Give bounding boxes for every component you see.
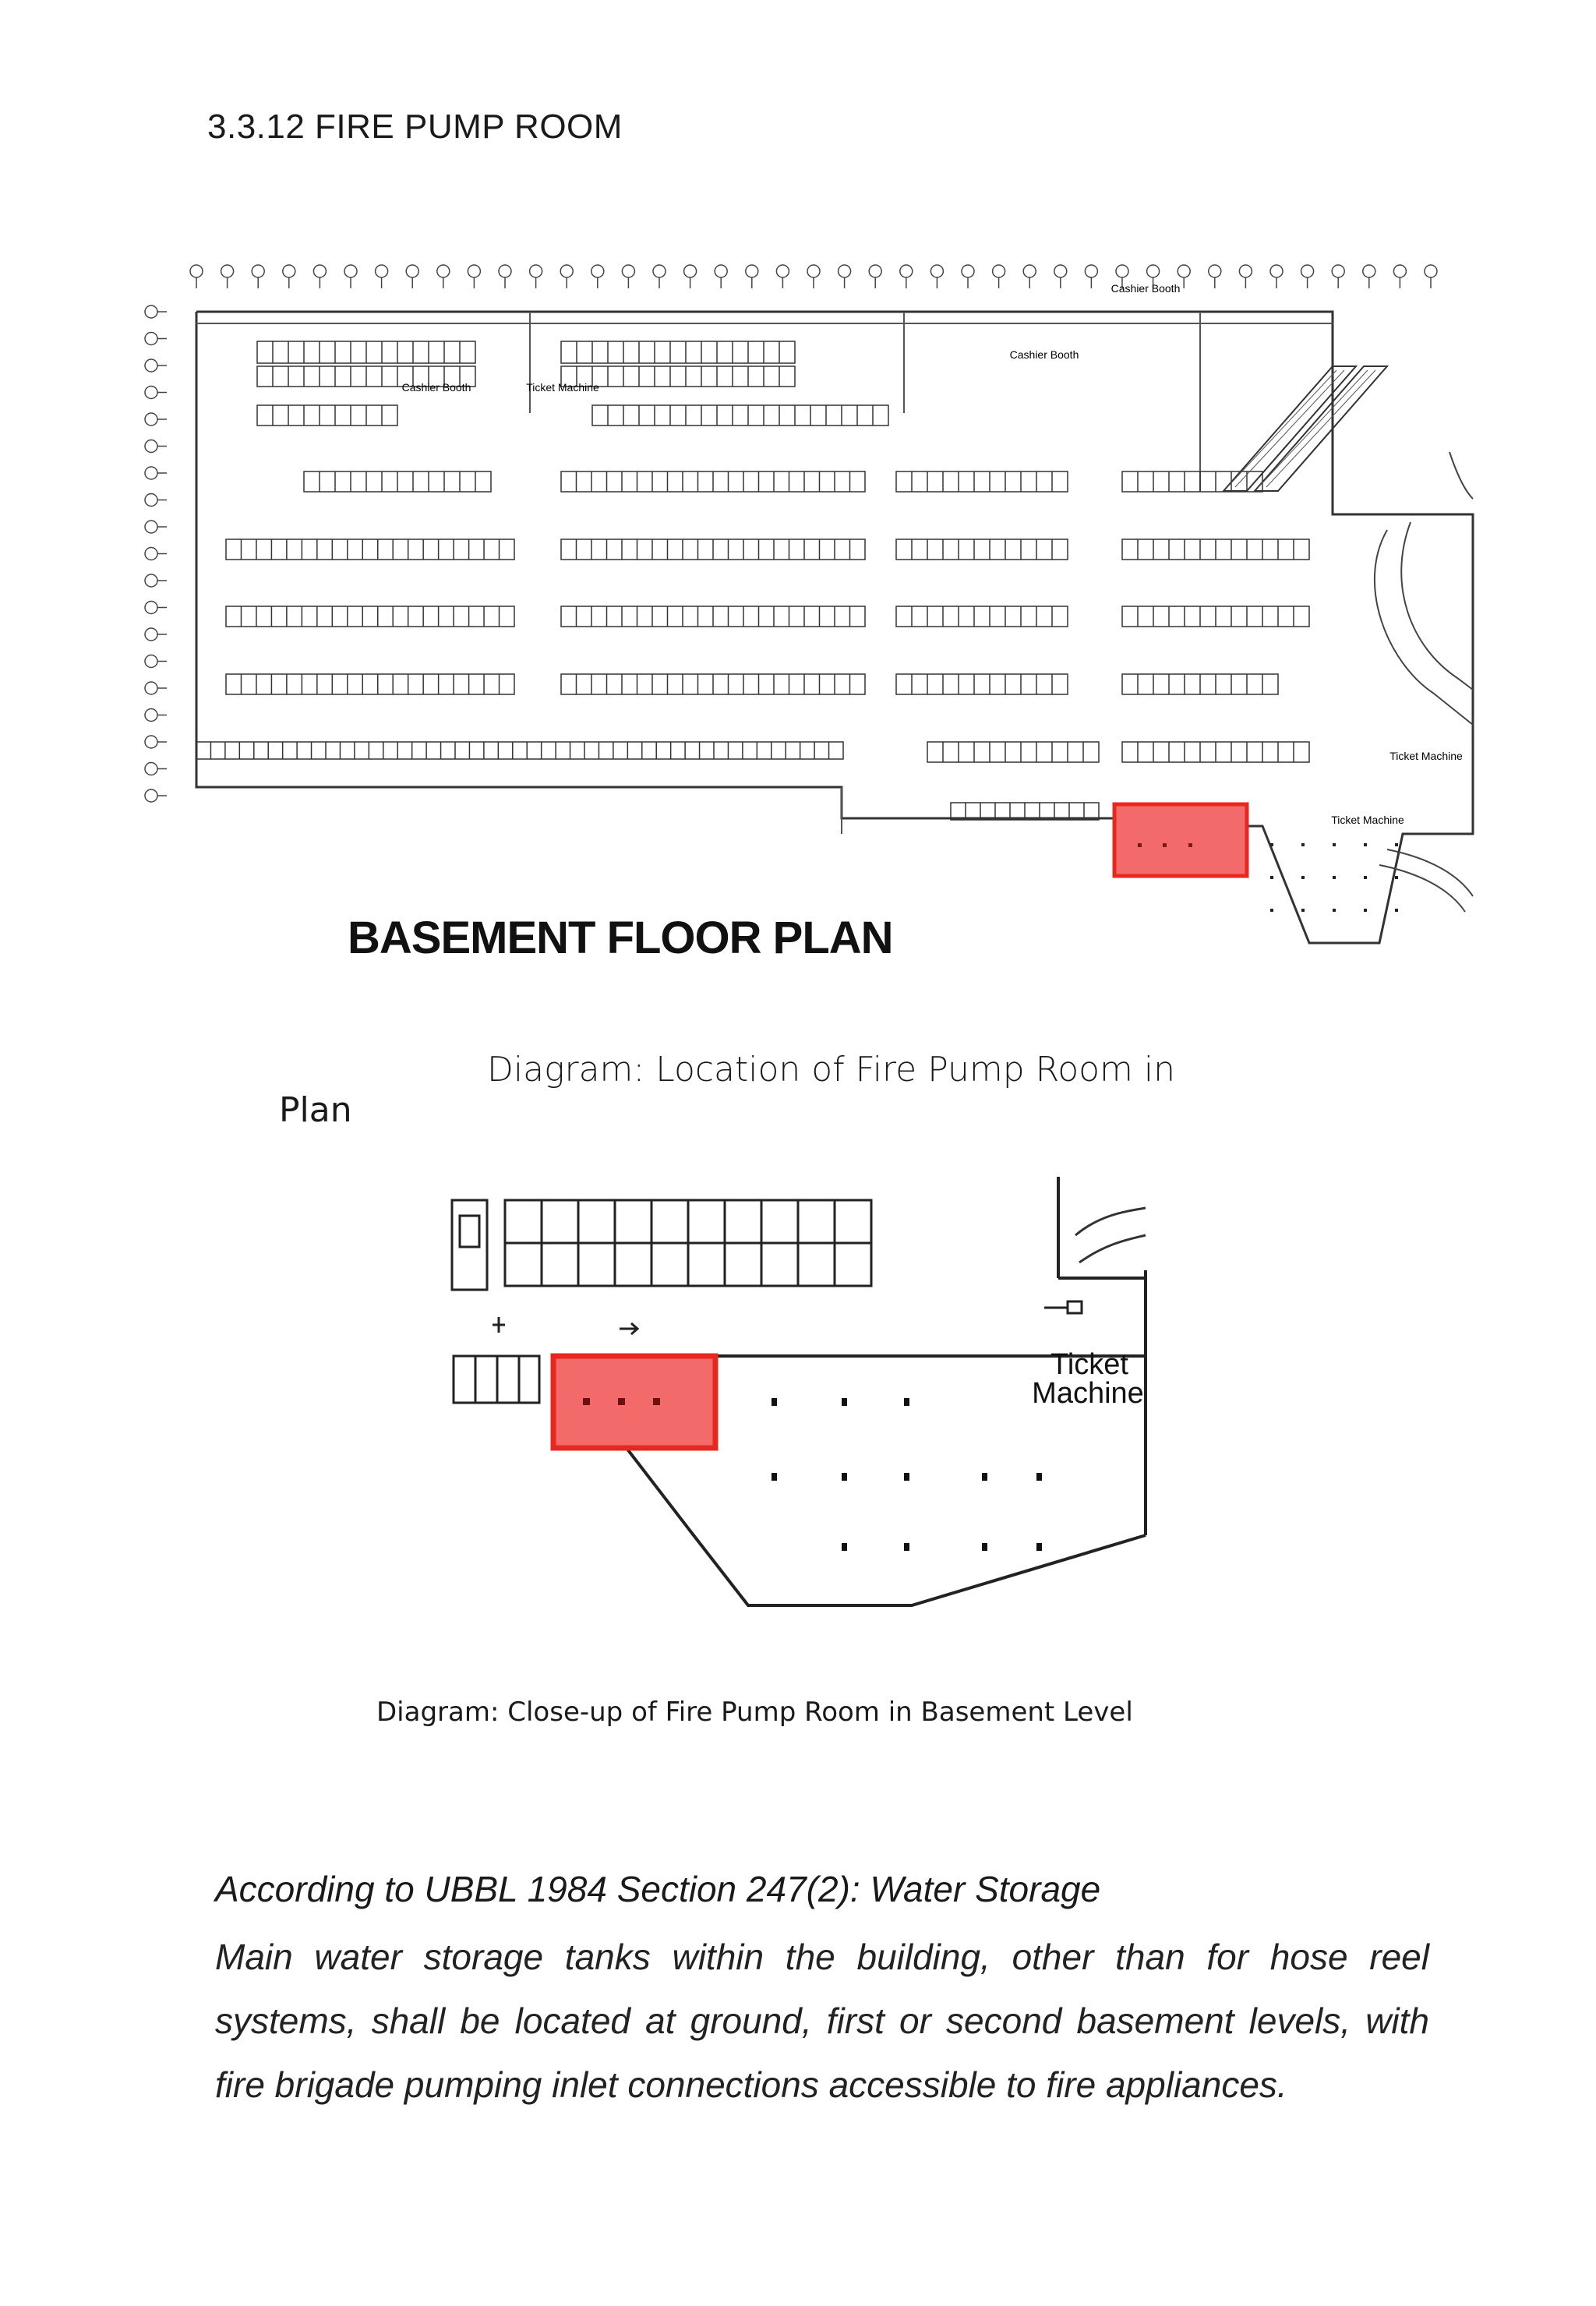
ramp-hatch [1227,369,1376,488]
fire-pump-room-highlight [550,1353,719,1451]
basement-floor-plan: Cashier Booth Ticket Machine Cashier Boo… [144,264,1474,945]
section-heading: 3.3.12 FIRE PUMP ROOM [207,108,623,146]
cashier-booth-label: Cashier Booth [1111,282,1181,295]
column-grid-markers [189,264,1438,288]
fire-pump-room-highlight [1112,802,1249,878]
ticket-machine-label: Ticket Machine [1331,814,1404,826]
driveway [1373,451,1474,913]
cashier-booth-label: Cashier Booth [402,381,471,394]
structural-columns [1270,843,1398,912]
figure-caption-closeup: Diagram: Close-up of Fire Pump Room in B… [376,1697,1133,1728]
cashier-booth-label: Cashier Booth [1010,348,1079,361]
figure-caption-location-continued: Plan [279,1090,352,1130]
row-grid-markers [144,305,167,803]
ticket-machine-label: Ticket Machine [1389,750,1463,762]
plan-title: BASEMENT FLOOR PLAN [348,913,894,963]
driveway-curve [1075,1206,1146,1264]
ramp [1221,365,1389,492]
traffic-arrow [493,1317,640,1336]
ticket-machine-label: Ticket [1050,1348,1128,1381]
parking-bays [196,341,1310,821]
lift-core [450,1199,489,1291]
ticket-machine-label: Ticket Machine [526,381,599,394]
ticket-machine-icon [1044,1300,1083,1315]
building-outline [195,310,1474,945]
fire-pump-room-closeup: Ticket Machine [450,1177,1147,1607]
ticket-machine-label: Machine [1032,1377,1144,1410]
ubbl-heading: According to UBBL 1984 Section 247(2): W… [215,1869,1101,1909]
figure-caption-location: Diagram: Location of Fire Pump Room in [487,1050,1176,1089]
stair [452,1354,541,1404]
parking-bays [503,1199,873,1287]
ubbl-body-text: Main water storage tanks within the buil… [215,1937,1429,2105]
structural-columns [772,1398,1042,1551]
